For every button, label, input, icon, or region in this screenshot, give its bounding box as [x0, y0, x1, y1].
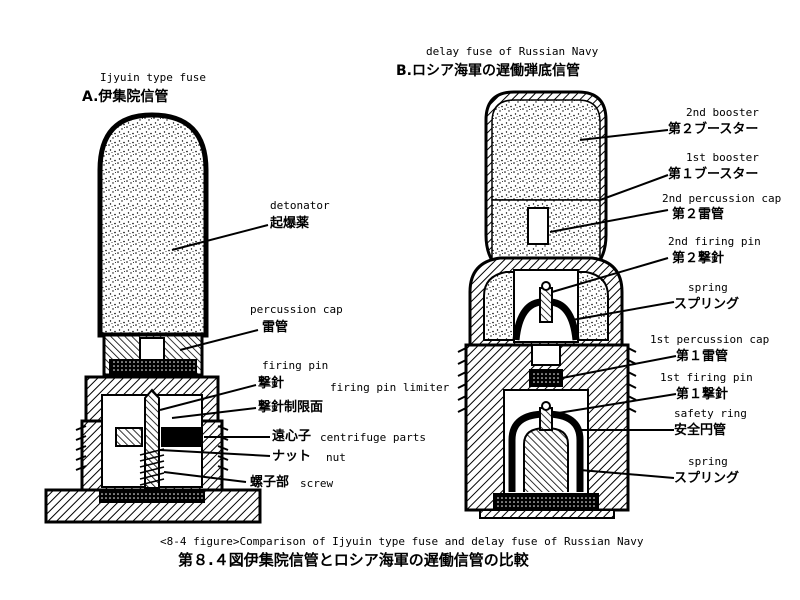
nut-label-en: nut [326, 451, 346, 464]
spring-bottom-label-en: spring [688, 455, 728, 468]
detonator-label-en: detonator [270, 199, 330, 212]
percussion-cap-label-jp: 雷管 [262, 320, 289, 335]
ijyuin-title-en: Ijyuin type fuse [100, 71, 206, 84]
safety-ring-label-jp: 安全円管 [674, 423, 727, 438]
russian-fuse-drawing [457, 90, 637, 519]
ijyuin-fuse-drawing [44, 112, 262, 524]
firing-pin2-label-jp: 第２撃針 [672, 251, 725, 266]
booster1-label-en: 1st booster [686, 151, 759, 164]
ijyuin-title-jp: A.伊集院信管 [82, 89, 169, 105]
caption-en: <8-4 figure>Comparison of Ijyuin type fu… [160, 535, 644, 548]
russian-title-en: delay fuse of Russian Navy [426, 45, 599, 58]
russian-title-jp: B.ロシア海軍の遅働弾底信管 [396, 63, 580, 79]
caption-jp: 第８.４図伊集院信管とロシア海軍の遅働信管の比較 [178, 551, 529, 569]
centrifuge-parts-label-en: centrifuge parts [320, 431, 426, 444]
perc-cap2-label-en: 2nd percussion cap [662, 192, 782, 205]
firing-pin-limiter-label-jp: 撃針制限面 [258, 400, 324, 415]
detonator-label-jp: 起爆薬 [270, 216, 310, 231]
spring-bottom-label-jp: スプリング [674, 471, 740, 486]
spring-top-label-en: spring [688, 281, 728, 294]
centrifuge-parts-label-jp: 遠心子 [272, 429, 312, 444]
perc-cap2-label-jp: 第２雷管 [672, 207, 725, 222]
booster2-label-en: 2nd booster [686, 106, 759, 119]
perc-cap1-label-en: 1st percussion cap [650, 333, 770, 346]
percussion-cap-label-en: percussion cap [250, 303, 343, 316]
nut-label-jp: ナット [272, 449, 312, 464]
perc-cap1-label-jp: 第１雷管 [676, 349, 729, 364]
firing-pin-limiter-label-en: firing pin limiter [330, 381, 450, 394]
firing-pin1-label-jp: 第１撃針 [676, 387, 729, 402]
russian-leader-lines [549, 129, 677, 479]
safety-ring-label-en: safety ring [674, 407, 747, 420]
firing-pin-label-en: firing pin [262, 359, 329, 372]
booster2-label-jp: 第２ブースター [668, 122, 759, 137]
firing-pin1-label-en: 1st firing pin [660, 371, 753, 384]
spring-top-label-jp: スプリング [674, 297, 740, 312]
screw-label-jp: 螺子部 [250, 475, 290, 490]
firing-pin-label-jp: 撃針 [258, 376, 285, 391]
firing-pin2-label-en: 2nd firing pin [668, 235, 761, 248]
booster1-label-jp: 第１ブースター [668, 167, 759, 182]
screw-label-en: screw [300, 477, 334, 490]
ijyuin-leader-lines [159, 224, 271, 483]
